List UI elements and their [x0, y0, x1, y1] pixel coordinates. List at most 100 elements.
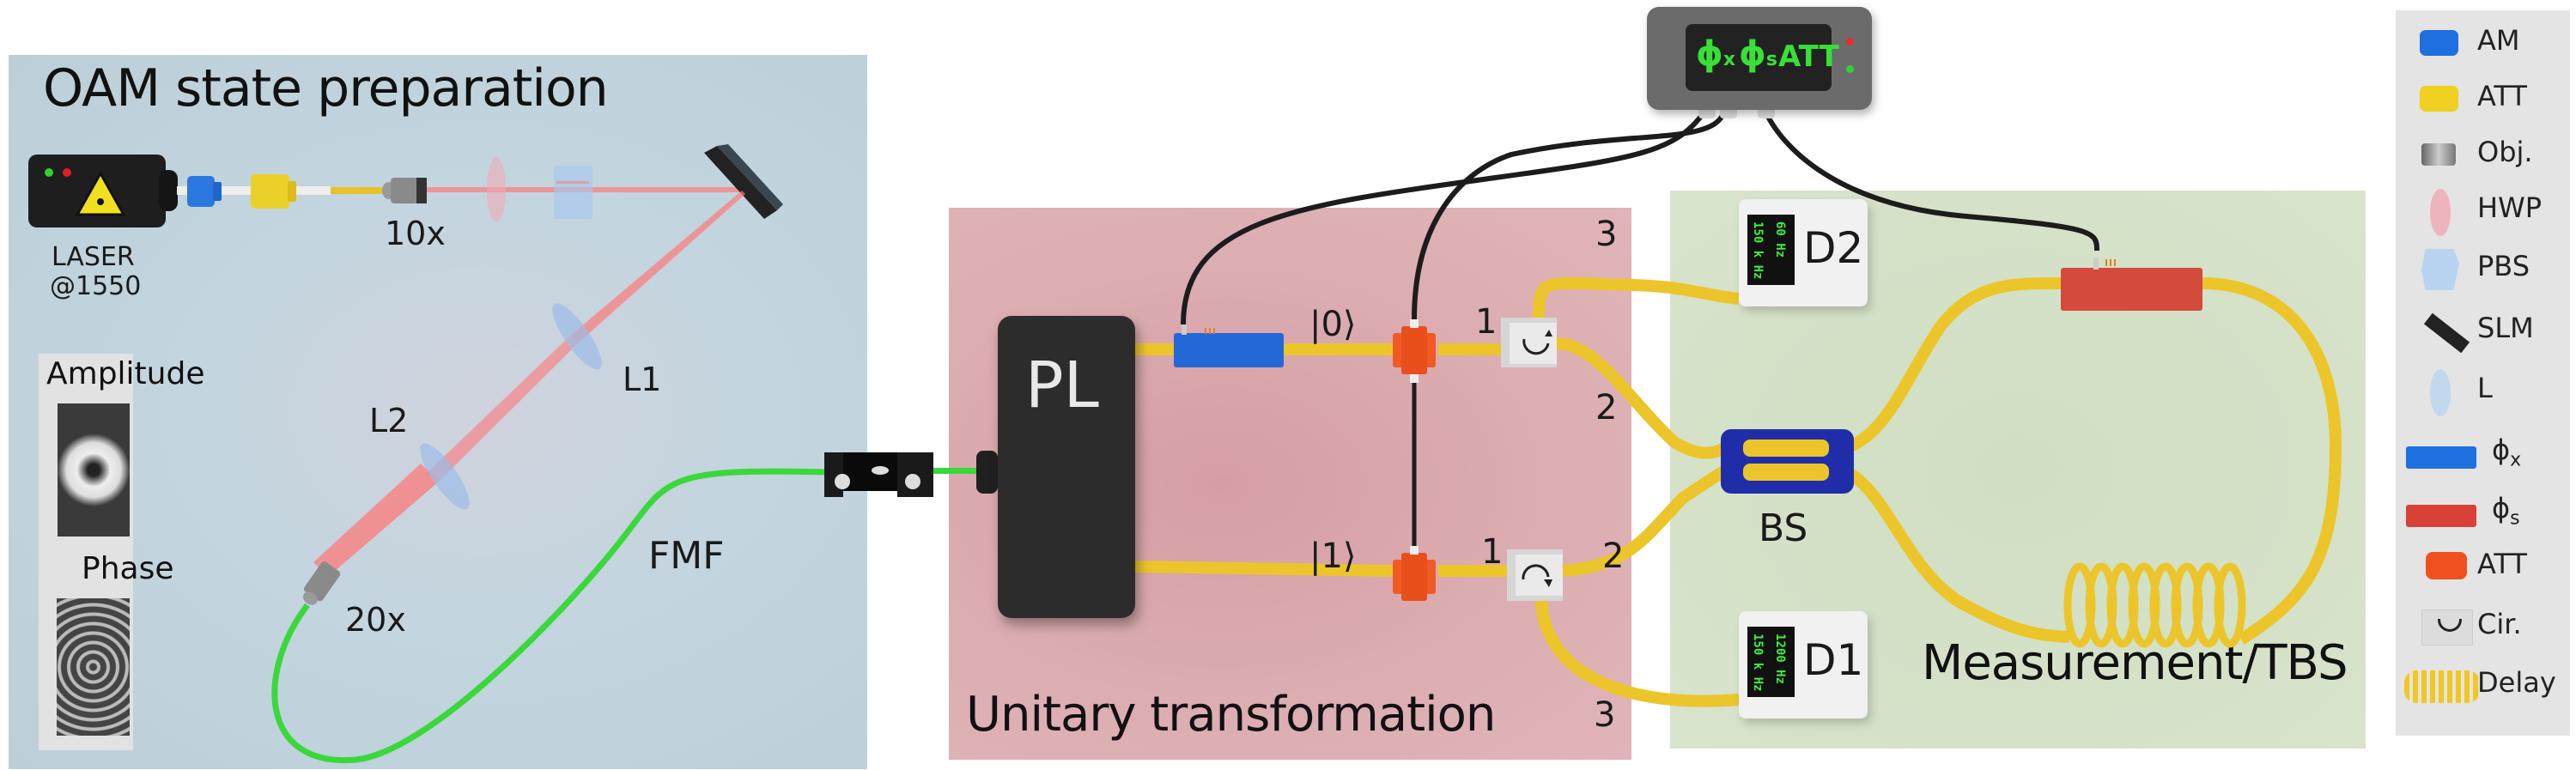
legend-label: ATT	[2477, 80, 2527, 112]
laser-beam-to-l1	[569, 191, 745, 342]
phase-modulator-x-icon	[2404, 431, 2476, 474]
circulator-upper	[1501, 318, 1557, 367]
laser-beam-focus	[426, 336, 580, 481]
amplitude-modulator	[187, 176, 222, 207]
pl-input-port	[976, 451, 998, 494]
circulator-lower	[1507, 549, 1563, 601]
legend-label: Obj.	[2477, 136, 2533, 168]
controller-phi-x: ϕx	[1696, 34, 1736, 74]
lower-port-1-label: 1	[1481, 532, 1504, 572]
detector-d2-label: D2	[1803, 223, 1864, 273]
legend-item: Obj.	[2396, 129, 2570, 180]
lower-port-3-label: 3	[1594, 695, 1616, 735]
phase-modulator-x	[1174, 324, 1284, 367]
phase-inset-title: Phase	[82, 551, 174, 586]
phase-modulator-s	[2061, 258, 2202, 311]
legend-item: ϕx	[2396, 427, 2570, 478]
fiber-bs-to-phase-s	[1847, 277, 2062, 452]
detector-d2-rate1: 150 k Hz	[1751, 221, 1765, 280]
detector-d1-display: 150 k Hz 1200 Hz	[1747, 627, 1795, 697]
unitary-panel-title: Unitary transformation	[966, 687, 1496, 743]
legend-item: ATT	[2396, 541, 2570, 592]
laser-led-green	[45, 168, 53, 177]
circulator-icon	[2404, 605, 2473, 648]
photonic-lantern-label: PL	[1025, 349, 1099, 422]
legend-item: ϕs	[2396, 485, 2570, 537]
legend-item: Cir.	[2396, 601, 2570, 652]
legend-item: AM	[2396, 17, 2570, 69]
lens-icon	[2404, 369, 2473, 416]
objective-10x	[382, 178, 427, 203]
amplitude-image	[58, 403, 130, 537]
legend-label: Delay	[2477, 666, 2556, 699]
photonic-lantern: PL	[998, 316, 1135, 618]
fixed-attenuator	[251, 174, 296, 209]
legend-item: L	[2396, 365, 2570, 416]
controller-display: ϕx ϕs ATT	[1686, 24, 1839, 91]
detector-d2-display: 150 k Hz 60 Hz	[1747, 215, 1795, 285]
oam-panel-title: OAM state preparation	[43, 58, 609, 118]
upper-port-3-label: 3	[1595, 215, 1618, 254]
legend-item: SLM	[2396, 305, 2570, 356]
lens-l1	[552, 303, 602, 370]
slm-icon	[2404, 309, 2473, 354]
polarizing-beam-splitter-icon	[2404, 247, 2473, 290]
legend-item: PBS	[2396, 243, 2570, 294]
state-1-label: |1⟩	[1309, 537, 1357, 576]
controller-att: ATT	[1778, 39, 1839, 74]
measurement-panel-title: Measurement/TBS	[1922, 635, 2348, 691]
variable-attenuator-upper	[1393, 319, 1436, 383]
controller-led-red	[1846, 38, 1854, 45]
objective-20x-label: 20x	[345, 601, 406, 639]
lens-l1-label: L1	[623, 361, 662, 398]
legend-label: ϕx	[2492, 434, 2522, 471]
detector-d1-label: D1	[1803, 635, 1864, 685]
control-cable-phi-x	[1181, 110, 1707, 325]
legend-item: ATT	[2396, 73, 2570, 124]
detector-d1-rate1: 150 k Hz	[1751, 634, 1765, 692]
fiber-bs-to-delay	[1847, 469, 2070, 643]
delay-coil-icon	[2404, 664, 2480, 706]
detector-d2: 150 k Hz 60 Hz D2	[1739, 199, 1868, 306]
amplitude-inset-title: Amplitude	[46, 356, 205, 391]
variable-attenuator-icon	[2404, 545, 2473, 588]
spatial-light-modulator	[704, 144, 783, 219]
state-0-label: |0⟩	[1309, 305, 1357, 344]
legend-label: ATT	[2477, 548, 2527, 580]
detector-d2-rate2: 60 Hz	[1773, 221, 1787, 258]
beam-splitter-label: BS	[1759, 506, 1808, 550]
detector-d1: 150 k Hz 1200 Hz D1	[1739, 611, 1868, 718]
beam-splitter	[1721, 429, 1854, 494]
fmf-label: FMF	[648, 534, 725, 578]
fiber-mating-sleeve	[824, 452, 933, 497]
laser-wavelength: @1550	[50, 271, 142, 301]
variable-attenuator-lower	[1393, 546, 1436, 601]
lower-port-2-label: 2	[1602, 537, 1625, 576]
attenuator-icon	[2404, 77, 2473, 120]
phase-modulator-s-icon	[2404, 489, 2476, 532]
legend-label: SLM	[2477, 312, 2534, 344]
upper-port-1-label: 1	[1475, 302, 1498, 342]
legend-label: L	[2477, 372, 2493, 404]
laser-source	[28, 155, 178, 227]
legend-label: HWP	[2477, 191, 2542, 224]
phase-image	[57, 598, 130, 736]
laser-beam-to-20x	[313, 464, 440, 577]
laser-warning-icon	[75, 170, 126, 216]
legend-item: HWP	[2396, 185, 2570, 236]
amplitude-modulator-icon	[2404, 21, 2473, 64]
fiber-upper-to-bs	[1556, 337, 1730, 459]
legend-label: AM	[2477, 24, 2520, 57]
half-wave-plate	[487, 157, 506, 222]
fiber-to-d1	[1535, 600, 1740, 707]
controller-phi-s: ϕs	[1739, 34, 1777, 74]
fiber-loop-return	[2202, 277, 2342, 645]
controller-led-green	[1846, 65, 1854, 73]
laser-label: LASER	[52, 242, 135, 272]
modulator-controller: ϕx ϕs ATT	[1647, 7, 1872, 110]
lens-l2-label: L2	[369, 402, 409, 440]
half-wave-plate-icon	[2404, 189, 2473, 236]
legend-label: PBS	[2477, 250, 2530, 282]
delay-coil	[2063, 562, 2246, 648]
